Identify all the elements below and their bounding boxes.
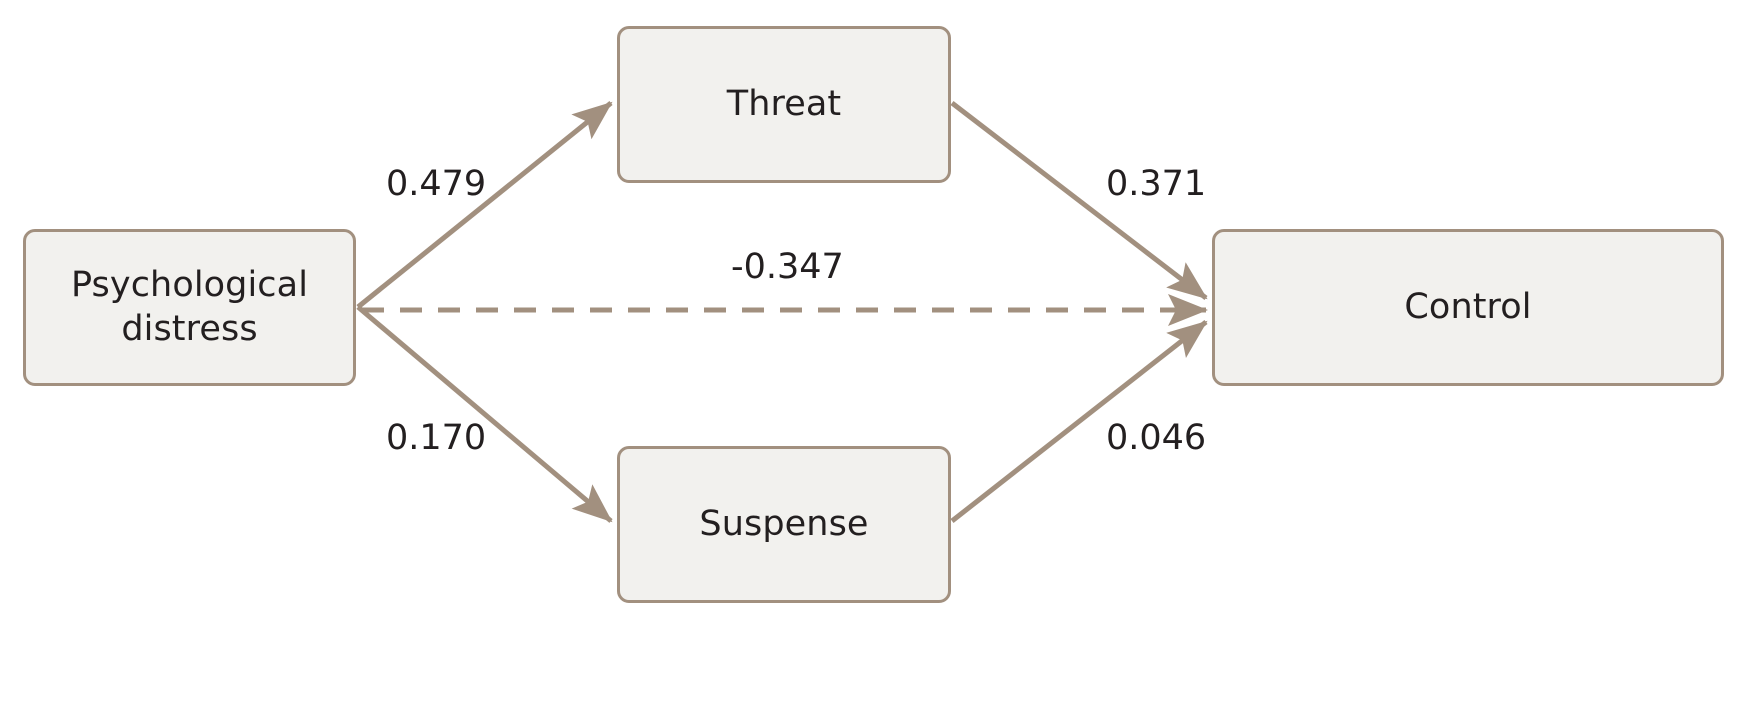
edge-label-threat-to-control: 0.371 [1106,164,1207,204]
node-suspense[interactable]: Suspense [617,446,951,603]
node-control[interactable]: Control [1212,229,1724,386]
edge-distress-to-suspense [356,305,613,523]
edge-label-distress-to-threat: 0.479 [386,164,487,204]
edge-threat-to-control [950,101,1208,300]
edge-distress-to-threat [356,101,613,309]
node-threat-label: Threat [726,83,842,124]
node-psychological-distress[interactable]: Psychological distress [23,229,356,386]
edge-label-distress-to-control: -0.347 [731,247,844,287]
edge-label-suspense-to-control: 0.046 [1106,418,1207,458]
edge-suspense-to-control [950,320,1208,523]
node-suspense-label: Suspense [699,503,869,544]
node-threat[interactable]: Threat [617,26,951,183]
node-control-label: Control [1404,286,1532,327]
node-psychological-distress-label: Psychological distress [70,264,309,349]
edge-label-distress-to-suspense: 0.170 [386,418,487,458]
